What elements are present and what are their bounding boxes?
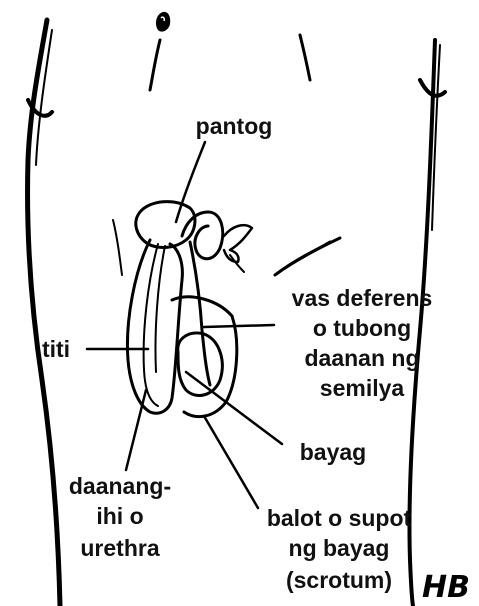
label-pantog: pantog	[196, 113, 273, 139]
organ-drawing	[127, 202, 252, 417]
label-bayag: bayag	[300, 439, 366, 465]
svg-text:semilya: semilya	[320, 375, 405, 401]
svg-text:ihi o: ihi o	[96, 503, 143, 529]
label-urethra: daanang- ihi o urethra	[69, 473, 171, 561]
svg-text:daanang-: daanang-	[69, 473, 171, 499]
vas-deferens-shape	[182, 212, 223, 259]
svg-text:balot o supot: balot o supot	[267, 505, 412, 531]
navel-drawing	[156, 12, 170, 32]
pointer-lines	[87, 142, 282, 508]
testicle-shape	[178, 333, 222, 395]
svg-text:ng bayag: ng bayag	[289, 535, 390, 561]
label-titi: titi	[42, 336, 70, 362]
artist-signature: HB	[422, 570, 470, 605]
svg-text:daanan ng: daanan ng	[304, 345, 419, 371]
label-scrotum: balot o supot ng bayag (scrotum)	[267, 505, 412, 593]
label-vas-deferens: vas deferens o tubong daanan ng semilya	[292, 285, 433, 401]
svg-text:urethra: urethra	[80, 535, 159, 561]
penis-shape	[127, 240, 182, 413]
svg-text:vas deferens: vas deferens	[292, 285, 433, 311]
svg-text:o tubong: o tubong	[313, 315, 411, 341]
svg-text:(scrotum): (scrotum)	[286, 567, 392, 593]
